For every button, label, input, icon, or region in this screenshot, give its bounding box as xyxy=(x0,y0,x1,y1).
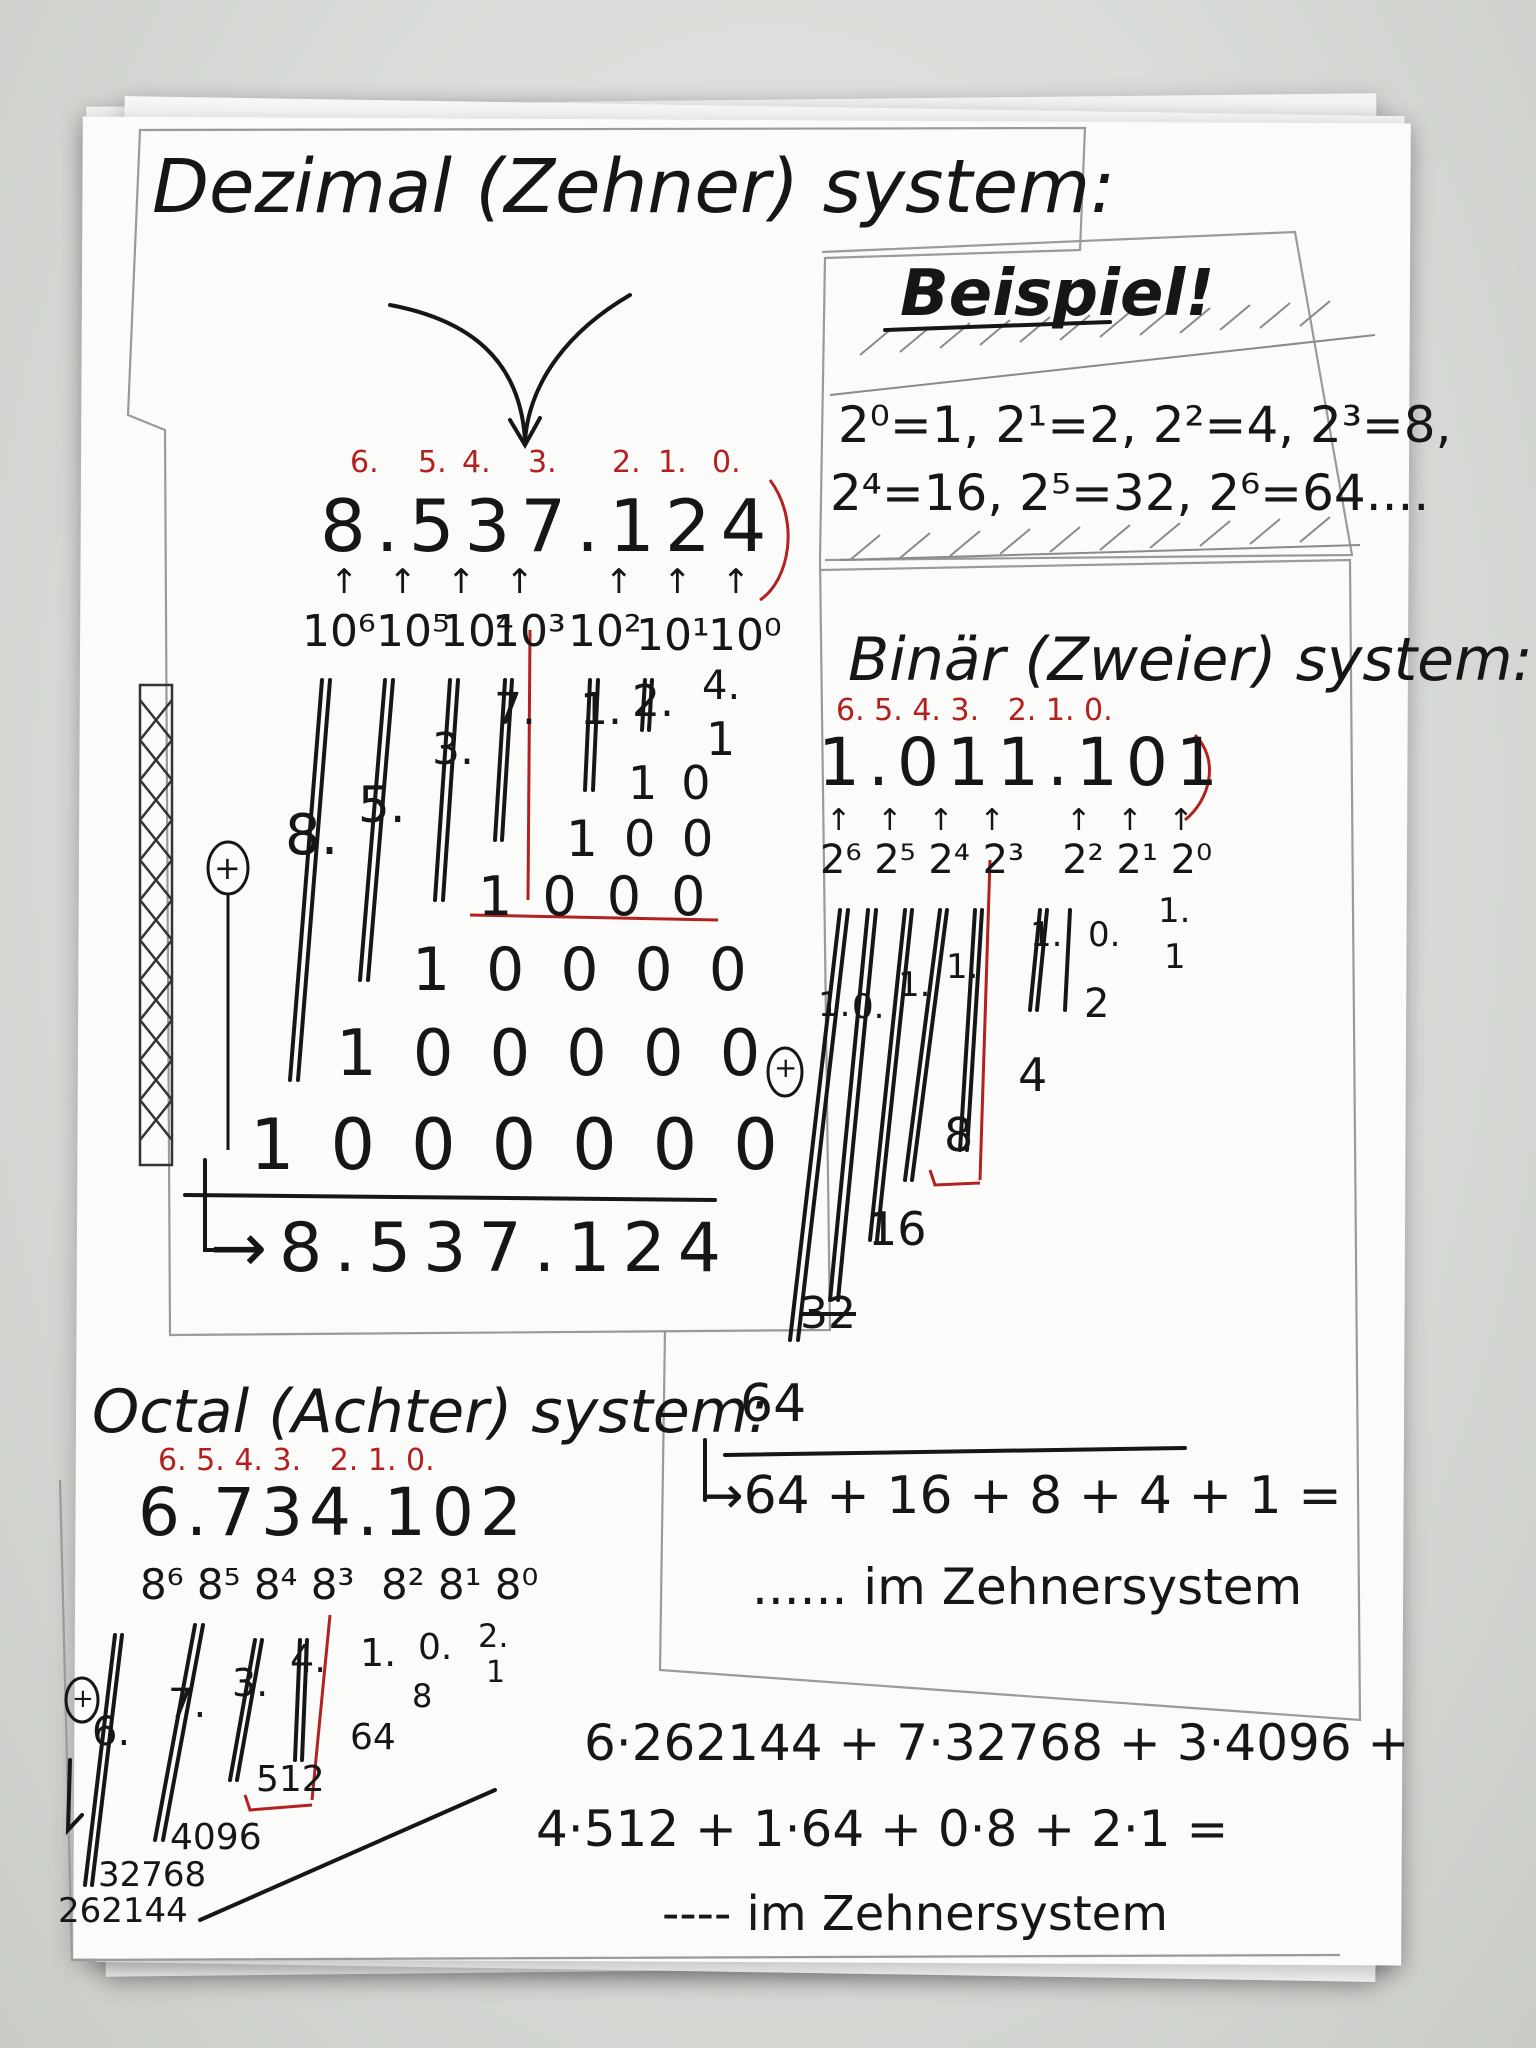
octal-value: 262144 xyxy=(58,1891,188,1931)
plus-sign: + xyxy=(72,1684,94,1714)
octal-tail: ---- im Zehnersystem xyxy=(662,1886,1168,1942)
octal-digit: 4. xyxy=(290,1637,327,1681)
hatched-bar xyxy=(138,683,174,1167)
arrows-up: ↑↑↑↑ ↑↑↑ xyxy=(330,562,781,602)
octal-title: Octal (Achter) system: xyxy=(92,1377,769,1447)
decimal-row: 1000000 xyxy=(250,1104,814,1186)
plus-sign: + xyxy=(774,1051,798,1084)
binary-positions: 6. 5. 4. 3. 2. 1. 0. xyxy=(836,693,1113,728)
octal-value: 8 xyxy=(412,1677,433,1715)
decimal-number: 8.537.124 xyxy=(320,484,777,568)
binary-value: 1 xyxy=(1164,937,1186,977)
binary-digit: 0. xyxy=(1088,915,1121,955)
decimal-digit: 3. xyxy=(432,724,474,775)
binary-digit: 1. xyxy=(1030,915,1063,955)
octal-digit: 6. xyxy=(92,1709,131,1755)
binary-digit: 1. xyxy=(946,947,979,987)
decimal-digit: 5. xyxy=(358,776,406,834)
decimal-result: →8.537.124 xyxy=(210,1209,734,1288)
octal-number: 6.734.102 xyxy=(138,1474,528,1551)
decimal-position: 1. xyxy=(658,445,687,480)
decimal-position: 6. xyxy=(350,445,379,480)
octal-digit: 7. xyxy=(168,1681,207,1727)
binary-value: 2 xyxy=(1084,981,1110,1027)
octal-value: 512 xyxy=(256,1759,325,1800)
example-line-1: 2⁰=1, 2¹=2, 2²=4, 2³=8, xyxy=(838,396,1452,454)
decimal-position: 3. xyxy=(528,445,557,480)
decimal-row: 1 xyxy=(706,712,736,766)
decimal-position: 0. xyxy=(712,445,741,480)
octal-sum-line-2: 4·512 + 1·64 + 0·8 + 2·1 = xyxy=(536,1800,1229,1858)
decimal-row: 100 xyxy=(566,810,740,868)
octal-digit: 0. xyxy=(418,1627,453,1668)
decimal-digit: 2. xyxy=(632,676,674,727)
decimal-digit: 1. xyxy=(580,684,622,735)
binary-value: 64 xyxy=(740,1374,807,1434)
arrows-up: ↑↑↑↑ ↑↑↑ xyxy=(826,803,1220,838)
octal-value: 1 xyxy=(486,1655,506,1690)
binary-value: 4 xyxy=(1018,1048,1048,1102)
decimal-row: 100000 xyxy=(336,1017,797,1091)
decimal-power: 10⁵ xyxy=(376,606,450,657)
decimal-title: Dezimal (Zehner) system: xyxy=(152,144,1116,230)
binary-digit: 1. xyxy=(1158,891,1191,931)
binary-title: Binär (Zweier) system: xyxy=(848,625,1533,695)
decimal-power: 10³ xyxy=(492,606,566,657)
binary-digit: 0. xyxy=(852,987,885,1027)
binary-digit: 1. xyxy=(898,965,931,1005)
binary-value: 16 xyxy=(868,1202,927,1256)
decimal-power: 10² xyxy=(568,606,642,657)
binary-digit: 1. xyxy=(818,985,851,1025)
plus-sign: + xyxy=(214,849,241,887)
decimal-power: 10¹ xyxy=(636,610,710,661)
example-line-2: 2⁴=16, 2⁵=32, 2⁶=64.... xyxy=(830,464,1430,522)
octal-digit: 3. xyxy=(232,1661,269,1705)
decimal-row: 10 xyxy=(628,756,735,810)
decimal-digit: 7. xyxy=(494,684,536,735)
binary-powers: 2⁶ 2⁵ 2⁴ 2³ 2² 2¹ 2⁰ xyxy=(820,837,1213,883)
decimal-power: 10⁰ xyxy=(708,610,782,661)
binary-tail: ...... im Zehnersystem xyxy=(752,1558,1303,1616)
binary-sum: →64 + 16 + 8 + 4 + 1 = xyxy=(700,1466,1342,1526)
decimal-position: 4. xyxy=(462,445,491,480)
binary-number: 1.011.101 xyxy=(818,724,1226,801)
octal-sum-line-1: 6·262144 + 7·32768 + 3·4096 + xyxy=(584,1714,1410,1772)
decimal-row: 1000 xyxy=(478,865,736,928)
octal-digit: 1. xyxy=(360,1631,397,1675)
octal-digit: 2. xyxy=(478,1617,509,1655)
decimal-row: 10000 xyxy=(412,935,783,1005)
decimal-digit: 8. xyxy=(285,803,339,868)
example-title: Beispiel! xyxy=(900,257,1215,331)
octal-powers: 8⁶ 8⁵ 8⁴ 8³ 8² 8¹ 8⁰ xyxy=(140,1560,539,1609)
decimal-digit: 4. xyxy=(702,663,741,709)
decimal-power: 10⁶ xyxy=(302,606,376,657)
binary-value: 8 xyxy=(944,1108,974,1162)
binary-value: 32 xyxy=(800,1288,856,1339)
octal-value: 64 xyxy=(350,1717,396,1758)
decimal-position: 5. xyxy=(418,445,447,480)
decimal-power: 10⁴ xyxy=(440,606,514,657)
octal-positions: 6. 5. 4. 3. 2. 1. 0. xyxy=(158,1443,435,1478)
octal-value: 32768 xyxy=(98,1855,207,1895)
decimal-position: 2. xyxy=(612,445,641,480)
octal-value: 4096 xyxy=(170,1817,262,1858)
